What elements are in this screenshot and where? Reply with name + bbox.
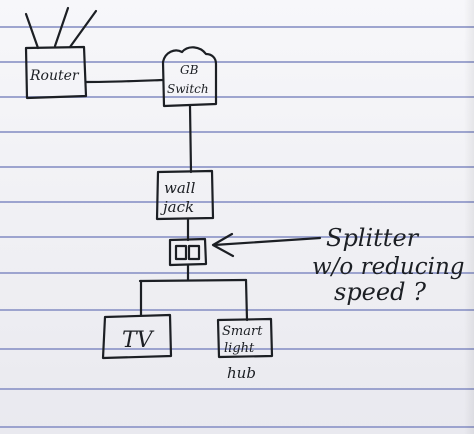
- annotation-line2: w/o reducing: [312, 254, 465, 280]
- ruled-line: [0, 426, 474, 428]
- hub-box: [216, 317, 274, 359]
- router-node: Router: [24, 6, 98, 100]
- ruled-line: [0, 131, 474, 133]
- hub-label-line2: light: [224, 341, 255, 356]
- arrow-shaft: [212, 236, 322, 247]
- ruled-line: [0, 348, 474, 350]
- ruled-line: [0, 272, 474, 274]
- router-label: Router: [29, 68, 80, 84]
- wall-jack-label-line2: jack: [160, 198, 194, 216]
- hub-node: Smart light hub: [216, 317, 274, 382]
- link-switch-walljack: [188, 104, 193, 174]
- annotation-line3: speed ?: [334, 278, 426, 306]
- antenna-right: [68, 9, 98, 49]
- antenna-left: [24, 12, 40, 50]
- switch-node: GB Switch: [161, 46, 218, 108]
- ruled-line: [0, 61, 474, 63]
- annotation: Splitter w/o reducing speed ?: [312, 224, 465, 306]
- branch-horizontal: [138, 278, 248, 283]
- ruled-line: [0, 166, 474, 168]
- wall-jack-node: wall jack: [155, 169, 215, 221]
- switch-label-line2: Switch: [167, 82, 209, 96]
- router-box: [24, 45, 88, 100]
- wall-jack-box: [155, 169, 215, 221]
- ruled-line: [0, 388, 474, 390]
- page-edge-shadow: [464, 0, 474, 434]
- wall-jack-label-line1: wall: [164, 179, 196, 197]
- arrow-head: [211, 232, 235, 258]
- switch-label-line1: GB: [180, 63, 199, 77]
- arrow-to-splitter: [211, 232, 322, 258]
- annotation-line1: Splitter: [326, 224, 420, 252]
- switch-box: [161, 46, 218, 108]
- antenna-middle: [53, 6, 70, 48]
- hub-label-line1: Smart: [222, 324, 263, 339]
- hub-label-line3: hub: [227, 364, 256, 382]
- ruled-line: [0, 236, 474, 238]
- tv-node: TV: [101, 313, 173, 360]
- splitter-port-right: [187, 244, 201, 261]
- splitter-box: [168, 237, 208, 267]
- link-router-switch: [84, 78, 165, 84]
- splitter-node: [168, 237, 208, 267]
- ruled-line: [0, 309, 474, 311]
- ruled-line: [0, 26, 474, 28]
- splitter-port-left: [174, 244, 188, 261]
- tv-label: TV: [122, 328, 155, 353]
- link-branch-hub: [244, 278, 249, 322]
- ruled-line: [0, 201, 474, 203]
- tv-box: [101, 313, 173, 360]
- ruled-line: [0, 96, 474, 98]
